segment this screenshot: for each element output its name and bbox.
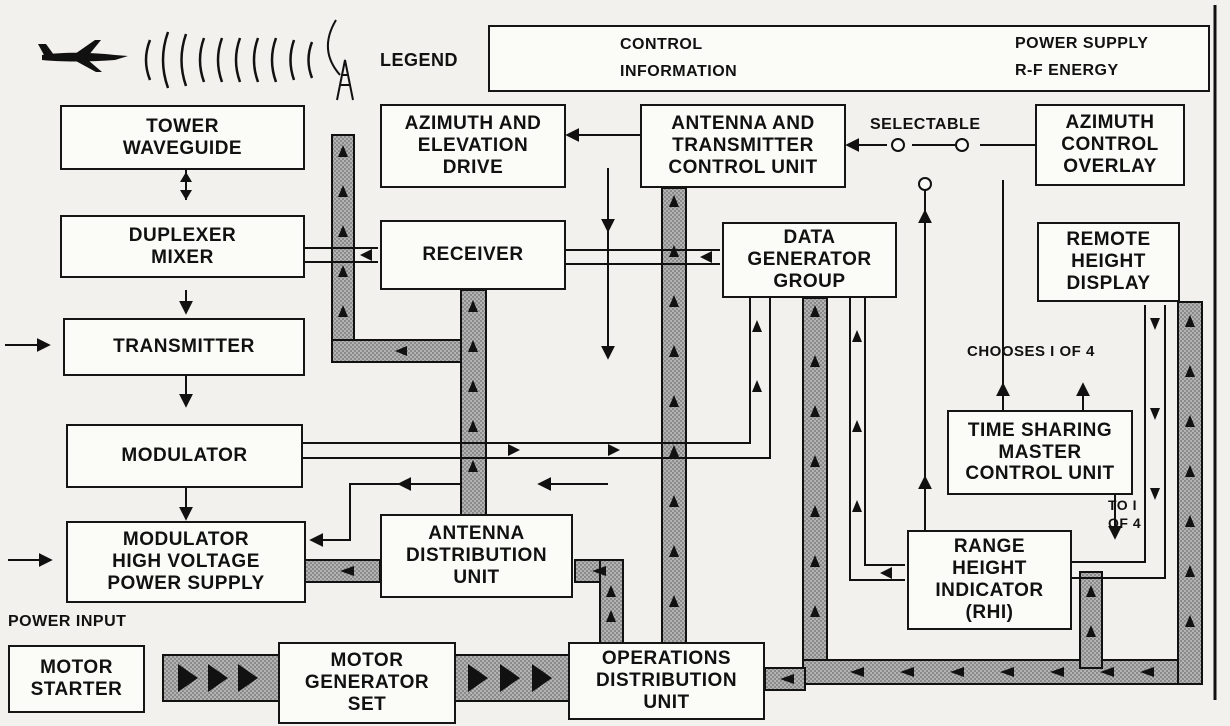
azimuth-control-overlay-block: AZIMUTH CONTROL OVERLAY [1035, 104, 1185, 186]
power-input-label: POWER INPUT [8, 613, 126, 631]
motor-generator-set-block: MOTOR GENERATOR SET [278, 642, 456, 724]
legend-title: LEGEND [380, 50, 458, 71]
legend-rf-energy: R-F ENERGY [1015, 62, 1119, 80]
legend-information: INFORMATION [620, 63, 737, 81]
tower-waveguide-block: TOWER WAVEGUIDE [60, 105, 305, 170]
azimuth-elevation-drive-block: AZIMUTH AND ELEVATION DRIVE [380, 104, 566, 188]
duplexer-mixer-block: DUPLEXER MIXER [60, 215, 305, 278]
transmitter-block: TRANSMITTER [63, 318, 305, 376]
antenna-distribution-unit-block: ANTENNA DISTRIBUTION UNIT [380, 514, 573, 598]
legend-control: CONTROL [620, 36, 703, 54]
operations-distribution-unit-block: OPERATIONS DISTRIBUTION UNIT [568, 642, 765, 720]
to-1-of-4-label: TO I OF 4 [1108, 496, 1141, 532]
antenna-transmitter-control-unit-block: ANTENNA AND TRANSMITTER CONTROL UNIT [640, 104, 846, 188]
motor-starter-block: MOTOR STARTER [8, 645, 145, 713]
aircraft-icon [38, 40, 128, 72]
modulator-hv-power-supply-block: MODULATOR HIGH VOLTAGE POWER SUPPLY [66, 521, 306, 603]
radar-tower-icon [328, 20, 353, 100]
data-generator-group-block: DATA GENERATOR GROUP [722, 222, 897, 298]
chooses-label: CHOOSES I OF 4 [967, 343, 1095, 360]
receiver-block: RECEIVER [380, 220, 566, 290]
time-sharing-master-control-unit-block: TIME SHARING MASTER CONTROL UNIT [947, 410, 1133, 495]
modulator-block: MODULATOR [66, 424, 303, 488]
range-height-indicator-block: RANGE HEIGHT INDICATOR (RHI) [907, 530, 1072, 630]
remote-height-display-block: REMOTE HEIGHT DISPLAY [1037, 222, 1180, 302]
selectable-label: SELECTABLE [870, 116, 980, 134]
legend-power-supply: POWER SUPPLY [1015, 35, 1148, 53]
selectable-switch [892, 139, 968, 190]
radar-waves-icon [146, 32, 312, 88]
